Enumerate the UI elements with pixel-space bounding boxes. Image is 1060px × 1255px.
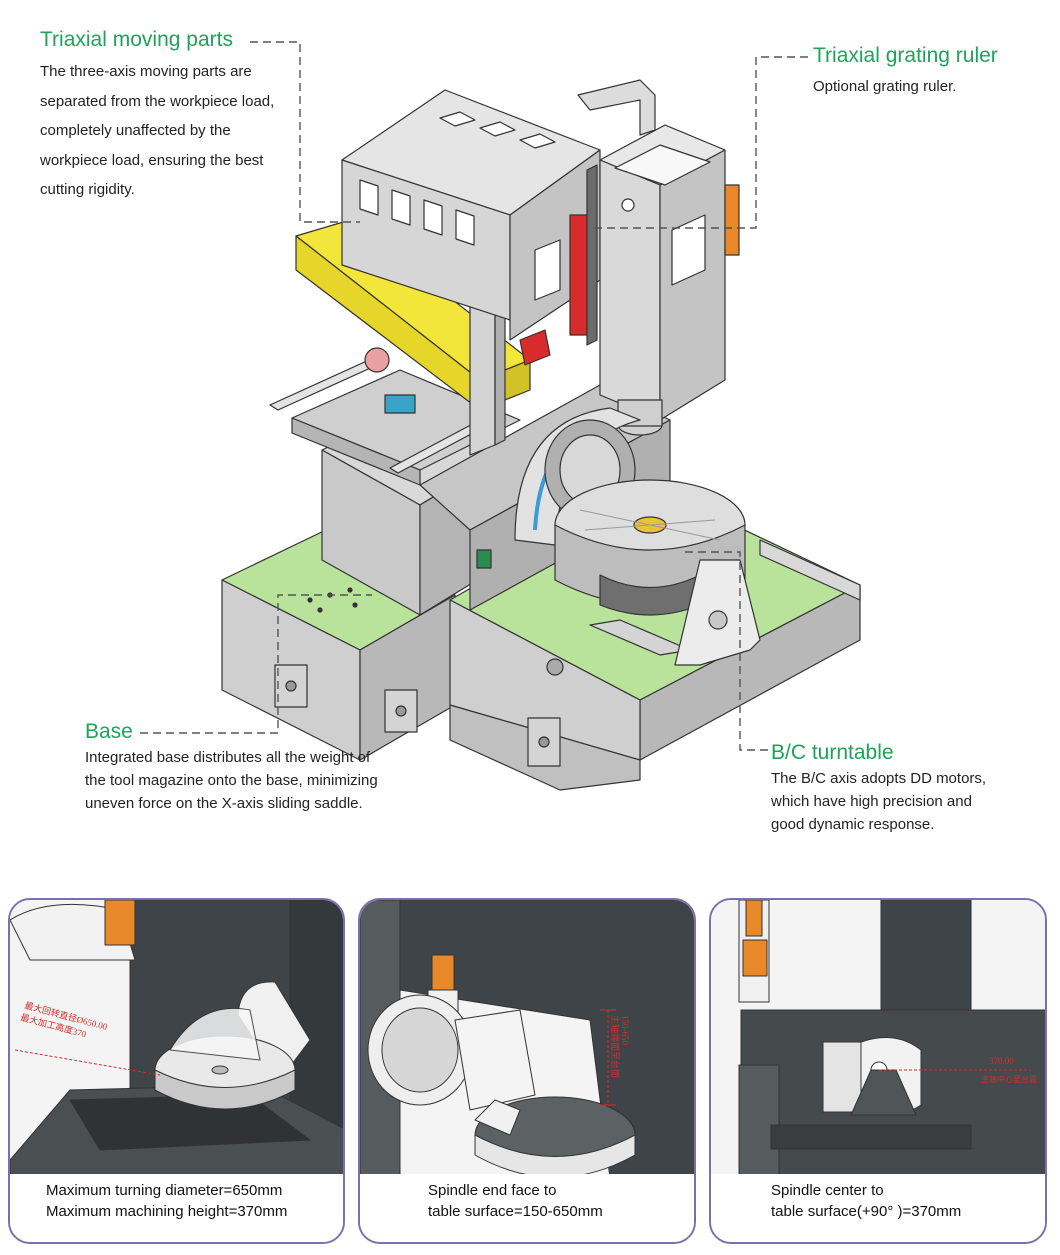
callout-line: workpiece load, ensuring the best xyxy=(40,151,264,169)
detail-panel-spindle-end: 150-650 主轴端面至台面 Spindle end face to tabl… xyxy=(358,898,696,1244)
panel-caption-line: table surface(+90° )=370mm xyxy=(771,1203,962,1220)
spindle-head xyxy=(577,79,740,436)
moving-frame xyxy=(341,89,601,341)
callout-line: good dynamic response. xyxy=(771,816,935,833)
panel-annotation: 主轴中心至台面 xyxy=(981,1074,1037,1084)
callout-line: separated from the workpiece load, xyxy=(40,92,275,110)
panel-illustration: 最大回转直径Ø650.00 最大加工高度370 xyxy=(10,900,343,1178)
callout-title: Triaxial grating ruler xyxy=(813,44,998,67)
callout-base: Base Integrated base distributes all the… xyxy=(85,720,445,815)
panel-caption-line: Spindle end face to xyxy=(428,1182,557,1199)
callout-title: Base xyxy=(85,720,133,743)
callout-grating-ruler: Triaxial grating ruler Optional grating … xyxy=(813,44,1043,102)
panel-caption-line: Maximum machining height=370mm xyxy=(46,1203,288,1220)
callout-line: uneven force on the X-axis sliding saddl… xyxy=(85,795,363,812)
callout-line: Integrated base distributes all the weig… xyxy=(85,749,371,766)
callout-line: The B/C axis adopts DD motors, xyxy=(771,770,987,787)
panel-annotation: 370.00 xyxy=(989,1056,1014,1066)
leader-lines xyxy=(140,41,808,751)
panel-caption-line: Maximum turning diameter=650mm xyxy=(46,1182,283,1199)
panel-annotation: 主轴端面至台面 xyxy=(610,1015,621,1078)
callout-turntable: B/C turntable The B/C axis adopts DD mot… xyxy=(771,741,1041,836)
panel-illustration: 370.00 主轴中心至台面 xyxy=(711,900,1045,1178)
callout-title: B/C turntable xyxy=(771,741,894,764)
callout-line: which have high precision and xyxy=(771,793,972,810)
callout-line: The three-axis moving parts are xyxy=(40,63,252,80)
callout-line: the tool magazine onto the base, minimiz… xyxy=(85,772,378,789)
machine-illustration xyxy=(140,41,861,791)
bc-turntable-illustration xyxy=(514,407,761,666)
detail-panel-spindle-center: 370.00 主轴中心至台面 Spindle center to table s… xyxy=(709,898,1047,1244)
callout-title: Triaxial moving parts xyxy=(40,28,233,51)
callout-moving-parts: Triaxial moving parts The three-axis mov… xyxy=(40,28,320,205)
detail-panel-turning: 最大回转直径Ø650.00 最大加工高度370 Maximum turning … xyxy=(8,898,345,1244)
small-parts xyxy=(364,347,492,569)
callout-line: cutting rigidity. xyxy=(40,181,135,198)
callout-line: completely unaffected by the xyxy=(40,122,231,139)
machine-base xyxy=(221,484,861,791)
panel-caption-line: Spindle center to xyxy=(771,1182,884,1199)
panel-caption-line: table surface=150-650mm xyxy=(428,1203,603,1220)
callout-line: Optional grating ruler. xyxy=(813,78,957,95)
panel-illustration: 150-650 主轴端面至台面 xyxy=(360,900,694,1178)
panel-annotation: 150-650 xyxy=(620,1015,630,1045)
